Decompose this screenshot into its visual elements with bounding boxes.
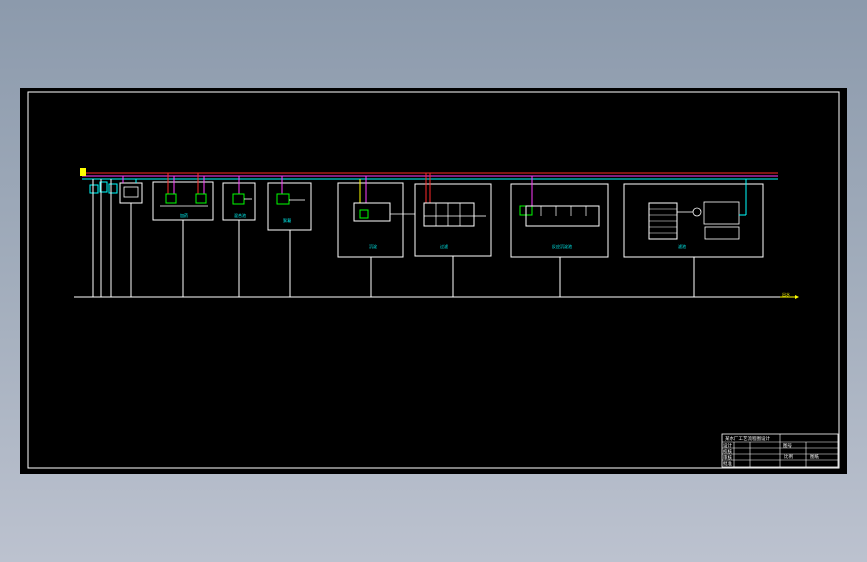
outlet-arrow: 出水 [780,291,799,299]
title-block: 某水厂工艺流程图设计 图号 设计 校核 审核 批准 比例 图纸 [721,433,839,468]
title-block-header: 某水厂工艺流程图设计 [725,435,770,442]
unit-6-box[interactable]: 反应沉淀池 [510,176,609,297]
title-block-row-1: 设计 [723,442,732,449]
unit-7-label: 滤池 [678,243,686,249]
cad-drawing-viewport[interactable]: 出水 加药 [20,88,847,474]
title-block-row-3: 审核 [723,454,732,461]
unit-6-label: 反应沉淀池 [552,243,572,249]
unit-7-box[interactable]: 滤池 [623,179,764,297]
unit-1-box[interactable]: 加药 [152,173,214,297]
unit-2-label: 混合池 [234,212,246,218]
unit-5-box[interactable]: 过滤 [414,173,492,297]
unit-4-label: 沉淀 [369,243,377,249]
title-block-sheet: 图纸 [810,453,819,460]
unit-3-label: 絮凝 [283,217,291,223]
title-block-drawing-no: 图号 [783,443,792,449]
title-block-scale: 比例 [784,453,793,460]
unit-3-box[interactable]: 絮凝 [267,176,312,297]
unit-2-box[interactable]: 混合池 [222,176,256,297]
title-block-row-4: 批准 [723,460,732,467]
unit-5-label: 过滤 [440,243,448,249]
unit-1-label: 加药 [180,212,188,218]
drawing-frame [27,91,840,469]
dosing-equipment-cluster[interactable] [80,168,143,297]
drawing-canvas: 出水 加药 [27,91,840,469]
title-block-row-2: 校核 [723,448,732,455]
outlet-label: 出水 [782,291,790,297]
unit-4-box[interactable]: 沉淀 [337,176,415,297]
